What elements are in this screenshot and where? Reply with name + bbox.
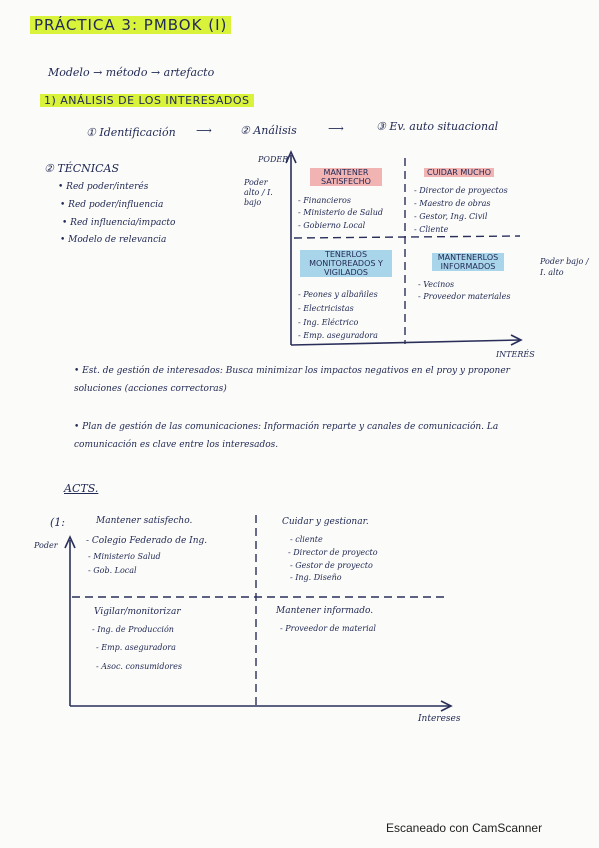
grid-1-q-bl-item: - Peones y albañiles [298,290,378,299]
grid-2-q-bl-item: - Emp. aseguradora [96,643,176,652]
grid-2-q-tl-title: Mantener satisfecho. [96,516,193,526]
grid-2-q-tl-item: - Ministerio Salud [88,552,161,561]
note-stakeholder-management: • Est. de gestión de interesados: Busca … [74,366,510,394]
step-analysis: ② Análisis [240,124,297,137]
section-1-heading: 1) ANÁLISIS DE LOS INTERESADOS [40,94,254,107]
grid-1-q-tl-title: MANTENER SATISFECHO [310,168,382,186]
grid-2-q-br-title: Mantener informado. [276,606,374,616]
scanner-watermark: Escaneado con CamScanner [386,821,543,835]
step-arrow-2: ⟶ [328,122,344,135]
technique-item: • Red influencia/impacto [62,218,176,228]
technique-item: • Red poder/influencia [60,200,164,210]
acts-heading: ACTS. [64,482,99,495]
grid-1-q-tl-item: - Financieros [298,196,351,205]
grid-1-q-tl-item: - Ministerio de Salud [298,208,383,217]
grid-1-x-label: INTERÉS [496,350,535,359]
grid-2-q-bl-title: Vigilar/monitorizar [94,607,181,617]
grid-2-q-tr-item: - cliente [290,535,323,544]
grid-1-q-bl-item: - Electricistas [298,304,354,313]
grid-1-q-tr-item: - Director de proyectos [414,186,508,195]
acts-number: (1: [50,516,65,529]
intro-line: Modelo → método → artefacto [48,66,215,79]
grid-2-q-bl-item: - Ing. de Producción [92,625,174,634]
grid-1-y-label: PODER [258,155,289,164]
grid-1-q-br-title: MANTENERLOS INFORMADOS [432,253,504,271]
grid-2-q-tr-title: Cuidar y gestionar. [282,517,369,527]
page-title: PRÁCTICA 3: PMBOK (I) [30,16,232,34]
step-evaluation: ③ Ev. auto situacional [376,120,499,133]
grid-2-y-label: Poder [34,541,58,550]
grid-2-x-label: Intereses [418,714,461,724]
grid-1-q-tr-item: - Gestor, Ing. Civil [414,212,488,221]
grid-1-right-note: Poder bajo / I. alto [540,257,589,277]
note-communications-plan: • Plan de gestión de las comunicaciones:… [74,422,499,450]
grid-2-q-tl-item: - Gob. Local [88,566,137,575]
grid-1-q-tl-item: - Gobierno Local [298,221,366,230]
grid-2-q-br-item: - Proveedor de material [280,624,376,633]
grid-1-q-bl-title: TENERLOS MONITOREADOS Y VIGILADOS [300,250,392,277]
grid-1-q-tr-title: CUIDAR MUCHO [424,168,495,177]
step-arrow-1: ⟶ [196,124,212,137]
grid-1-q-br-item: - Proveedor materiales [418,292,511,301]
technique-item: • Modelo de relevancia [60,235,167,245]
grid-2-q-tr-item: - Gestor de proyecto [290,561,373,570]
step-identification: ① Identificación [86,126,176,139]
grid-2-q-tl-item: - Colegio Federado de Ing. [86,536,208,546]
grid-1-y-note: Poder alto / I. bajo [244,178,273,207]
grid-1-q-tr-item: - Cliente [414,225,449,234]
technique-item: • Red poder/interés [58,182,149,192]
grid-2-q-bl-item: - Asoc. consumidores [96,662,182,671]
grid-2-q-tr-item: - Director de proyecto [288,548,378,557]
grid-1-q-bl-item: - Ing. Eléctrico [298,318,359,327]
grid-1-q-tr-item: - Maestro de obras [414,199,491,208]
grid-2-q-tr-item: - Ing. Diseño [290,573,342,582]
grid-1-q-br-item: - Vecinos [418,280,455,289]
techniques-heading: ② TÉCNICAS [44,162,120,175]
grid-1-q-bl-item: - Emp. aseguradora [298,331,378,340]
